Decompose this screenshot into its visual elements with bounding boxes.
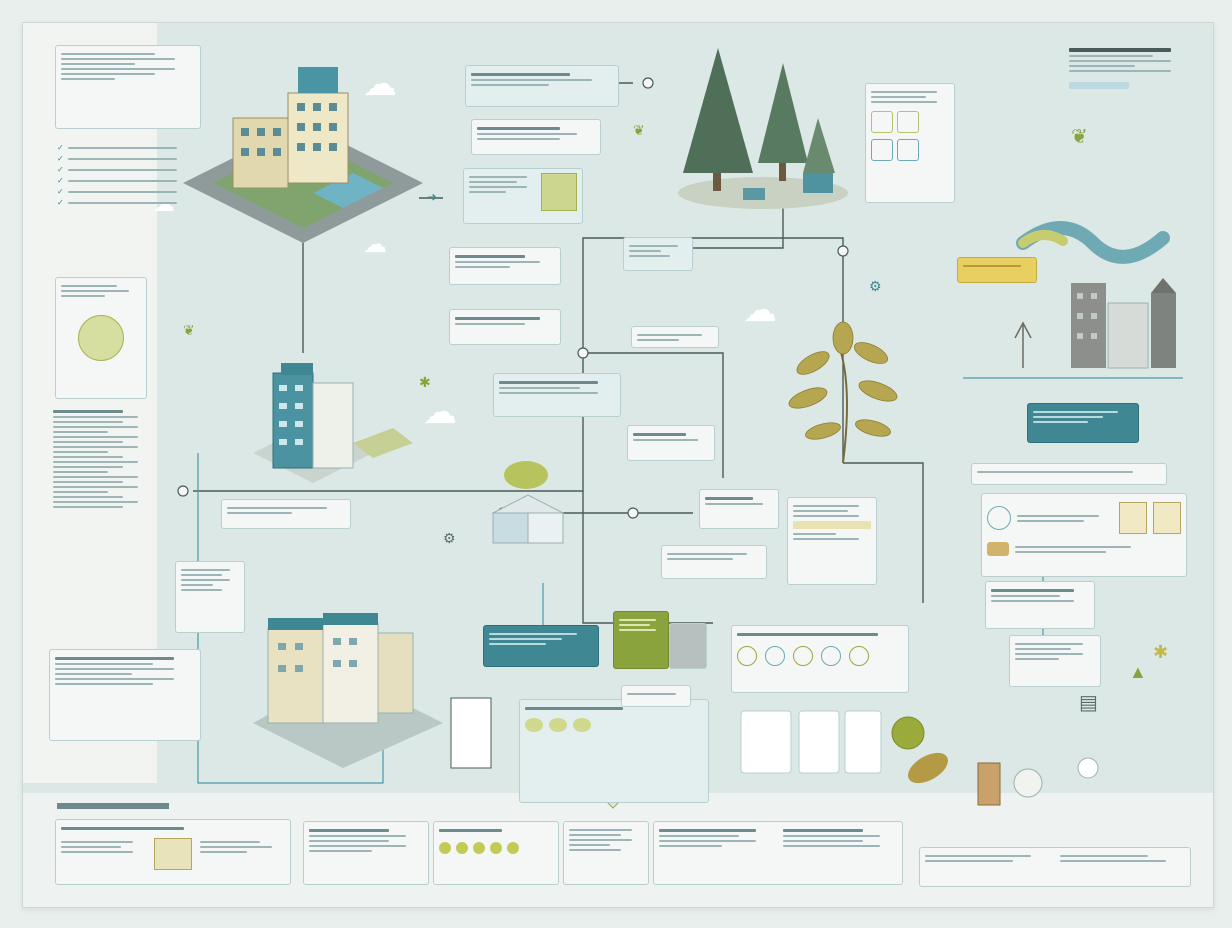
arrow-icon: ➜ (427, 190, 438, 204)
bulb-icon: ✱ (419, 374, 431, 390)
callout-card-7 (631, 326, 719, 348)
callout-card-9 (623, 237, 693, 271)
right-feature-panel (981, 493, 1187, 577)
center-card-a (699, 489, 779, 529)
sidebar-checklist: ✓ ✓ ✓ ✓ ✓ ✓ (57, 141, 177, 210)
callout-card-4 (449, 247, 561, 285)
right-list-card (985, 581, 1095, 629)
evergreen-trees-illustration (678, 48, 848, 209)
callout-card-5 (449, 309, 561, 345)
callout-card-3 (463, 168, 583, 224)
check-icon: ✓ (57, 187, 64, 196)
ribbon-wave-illustration (1016, 221, 1170, 264)
bulb-icon: ✱ (1153, 642, 1169, 662)
process-block-olive (613, 611, 669, 669)
leaf-icon: ❦ (1071, 126, 1088, 148)
cloud-icon: ☁ (743, 291, 777, 329)
tree-icon: ▲ (1129, 662, 1147, 682)
bottom-heading-bar (57, 803, 169, 809)
cloud-icon: ☁ (423, 393, 457, 431)
leaf-icon: ❦ (633, 122, 645, 138)
process-diamond-panel (519, 699, 709, 803)
callout-card-8 (627, 425, 715, 461)
check-icon: ✓ (57, 165, 64, 174)
callout-card-6 (493, 373, 621, 417)
bottom-card-2 (303, 821, 429, 885)
isometric-tower-illustration (183, 67, 423, 243)
cloud-icon: ☁ (363, 65, 397, 103)
sidebar-intro-card (55, 45, 201, 129)
bottom-card-5 (653, 821, 903, 885)
bottom-card-1 (55, 819, 291, 885)
process-steps-row (731, 625, 909, 693)
right-doc-card (865, 83, 955, 203)
teal-info-card-right (1027, 403, 1139, 443)
check-icon: ✓ (57, 176, 64, 185)
leafy-plant-illustration (788, 321, 898, 464)
infographic-sheet: ☁ ☁ ☁ ☁ ☁ ✓ ✓ ✓ ✓ ✓ ✓ (22, 22, 1214, 908)
bottom-card-4 (563, 821, 649, 885)
bottom-right-objects (908, 752, 1099, 806)
center-card-c (661, 545, 767, 579)
callout-card-top (465, 65, 619, 107)
isometric-midrise-illustration (253, 363, 413, 483)
bottom-card-6 (919, 847, 1191, 887)
small-tag-card (621, 685, 691, 707)
process-block-teal (483, 625, 599, 667)
left-center-card-2 (175, 561, 245, 633)
right-bottom-card (1009, 635, 1101, 687)
isometric-complex-illustration (253, 613, 492, 769)
bottom-card-3 (433, 821, 559, 885)
connector-center-branch (583, 352, 724, 478)
document-cards (740, 710, 925, 774)
check-icon: ✓ (57, 198, 64, 207)
callout-card-2 (471, 119, 601, 155)
sidebar-feature-card (55, 277, 147, 399)
process-block-grey (669, 623, 707, 669)
sidebar-long-list (53, 407, 153, 511)
connector-main-loop (193, 237, 844, 492)
city-skyline-illustration (1014, 278, 1176, 369)
gear-icon: ⚙ (869, 278, 882, 294)
cloud-icon: ☁ (363, 231, 387, 258)
check-icon: ✓ (57, 143, 64, 152)
connector-lines (177, 48, 1183, 809)
highlight-olive-tag (957, 257, 1037, 283)
right-table-card (971, 463, 1167, 485)
doc-icon: ▤ (1079, 692, 1098, 714)
left-center-card (221, 499, 351, 529)
check-icon: ✓ (57, 154, 64, 163)
isometric-cube-illustration (491, 461, 565, 544)
center-card-b (787, 497, 877, 585)
sidebar-summary-card (49, 649, 201, 741)
gear-icon: ⚙ (443, 530, 456, 546)
right-title-block (1069, 45, 1189, 89)
leaf-icon: ❦ (183, 322, 195, 338)
connector-right-drop (843, 462, 924, 603)
